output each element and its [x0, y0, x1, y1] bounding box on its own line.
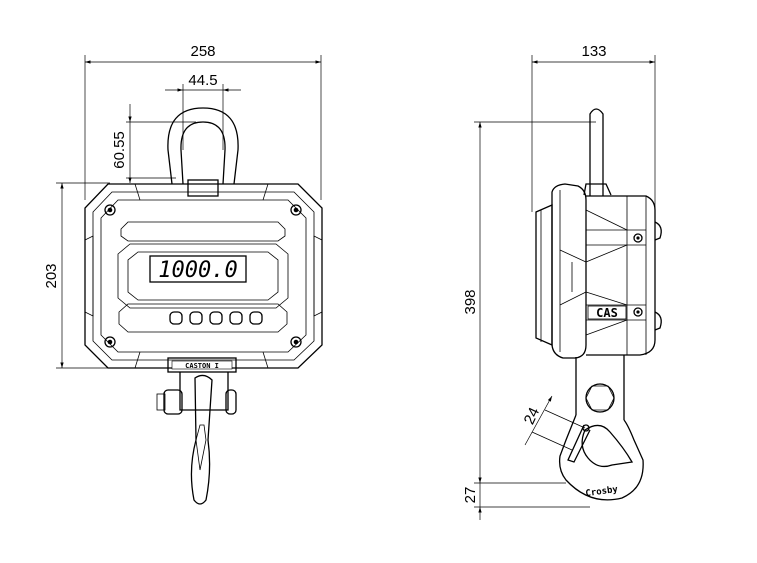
dimension-shackle-height: 60.55: [111, 104, 196, 183]
key-button[interactable]: [249, 311, 263, 325]
screw-icon: [633, 307, 643, 317]
key-button[interactable]: [169, 311, 183, 325]
scale-housing: 1000.0: [84, 183, 323, 369]
screw-icon: [633, 233, 643, 243]
display-window: [149, 255, 247, 283]
side-shackle: [589, 108, 604, 196]
dim-label-width: 258: [190, 43, 215, 60]
hook-label: CASTON I: [185, 362, 219, 370]
side-hook: Crosby: [558, 355, 644, 501]
key-button[interactable]: [209, 311, 223, 325]
display-reading: 1000.0: [158, 258, 237, 283]
side-view: 133 398 27 24: [462, 43, 662, 520]
dim-label-total-height: 398: [462, 289, 479, 314]
hook-brand-logo: Crosby: [585, 485, 619, 500]
dim-label-body-height: 203: [43, 263, 60, 288]
dim-label-depth: 133: [581, 43, 606, 60]
screw-icon: [290, 204, 302, 216]
key-button[interactable]: [229, 311, 243, 325]
dim-label-shackle-width: 44.5: [188, 72, 217, 89]
brand-logo: CAS: [596, 306, 618, 320]
screw-icon: [104, 336, 116, 348]
front-hook: CASTON I: [156, 357, 237, 505]
dimension-total-height: 398 27: [462, 121, 596, 520]
shackle: [167, 107, 239, 197]
keypad: [169, 311, 263, 325]
dim-label-shackle-height: 60.55: [111, 131, 128, 169]
dimension-depth: 133: [531, 43, 656, 212]
dim-label-hook-bottom: 27: [462, 487, 479, 504]
front-view: 258 44.5 60.55 203: [43, 43, 323, 505]
side-housing: CAS: [535, 183, 662, 359]
dimension-hook-opening: 24: [521, 395, 586, 451]
dim-label-hook-opening: 24: [521, 405, 543, 427]
dimension-width: 258: [84, 43, 322, 200]
key-button[interactable]: [189, 311, 203, 325]
corner-screws: [104, 204, 302, 348]
screw-icon: [104, 204, 116, 216]
screw-icon: [290, 336, 302, 348]
dimension-shackle-width: 44.5: [165, 72, 241, 150]
